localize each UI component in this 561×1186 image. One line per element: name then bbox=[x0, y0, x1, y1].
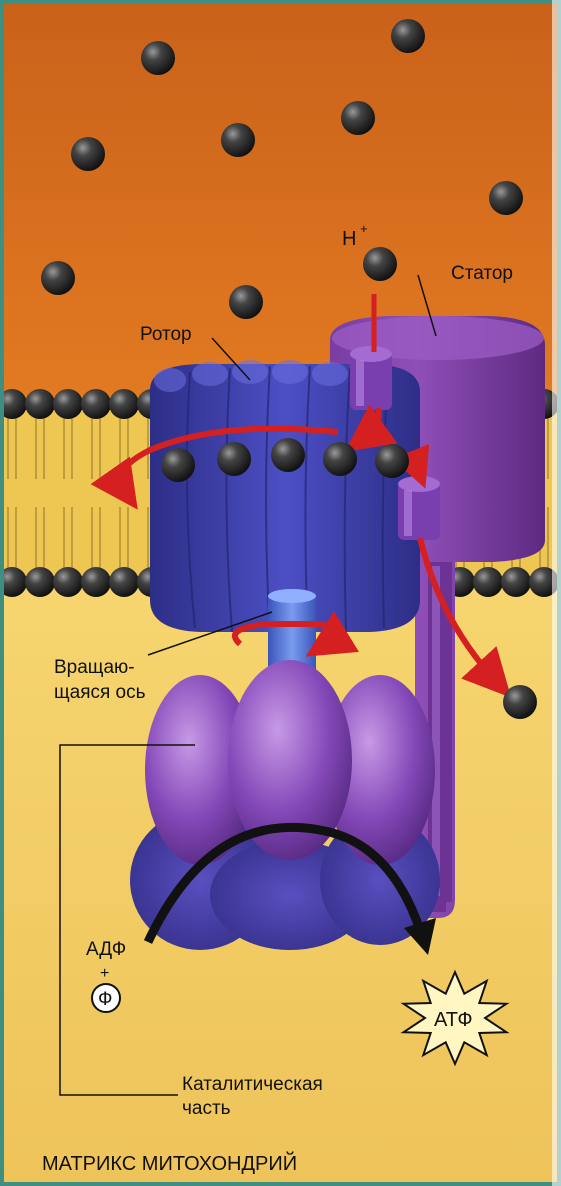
lipid-head bbox=[25, 567, 55, 597]
rotating-axis-label-line2: щаяся ось bbox=[54, 682, 146, 703]
lipid-head bbox=[473, 567, 503, 597]
proton bbox=[503, 685, 537, 719]
phosphate-label: Ф bbox=[98, 989, 112, 1010]
lipid-head bbox=[109, 389, 139, 419]
proton bbox=[41, 261, 75, 295]
catalytic-part bbox=[130, 660, 440, 950]
proton-charge-label: + bbox=[360, 221, 368, 236]
lipid-head bbox=[109, 567, 139, 597]
lipid-head bbox=[81, 389, 111, 419]
rotor-label: Ротор bbox=[140, 324, 192, 345]
stator-label: Статор bbox=[451, 263, 513, 284]
proton bbox=[363, 247, 397, 281]
proton bbox=[391, 19, 425, 53]
stator-channel-lower bbox=[398, 476, 440, 540]
proton bbox=[341, 101, 375, 135]
proton bbox=[375, 444, 409, 478]
proton bbox=[221, 123, 255, 157]
matrix-label: МАТРИКС МИТОХОНДРИЙ bbox=[42, 1151, 297, 1175]
proton bbox=[141, 41, 175, 75]
catalytic-part-label-line1: Каталитическая bbox=[182, 1074, 323, 1095]
stator-channel-upper bbox=[350, 346, 392, 410]
adp-label: АДФ bbox=[86, 939, 126, 960]
proton bbox=[271, 438, 305, 472]
lipid-head bbox=[25, 389, 55, 419]
proton bbox=[217, 442, 251, 476]
rotating-axis-label-line1: Вращаю- bbox=[54, 657, 135, 678]
lipid-head bbox=[501, 567, 531, 597]
proton-label: H bbox=[342, 228, 356, 250]
proton bbox=[71, 137, 105, 171]
catalytic-part-label-line2: часть bbox=[182, 1098, 231, 1119]
atp-label: АТФ bbox=[434, 1009, 473, 1031]
right-margin bbox=[552, 0, 561, 1186]
lipid-head bbox=[53, 567, 83, 597]
proton bbox=[229, 285, 263, 319]
proton bbox=[323, 442, 357, 476]
plus-label: + bbox=[100, 965, 109, 982]
proton bbox=[489, 181, 523, 215]
proton bbox=[161, 448, 195, 482]
lipid-head bbox=[81, 567, 111, 597]
lipid-head bbox=[53, 389, 83, 419]
